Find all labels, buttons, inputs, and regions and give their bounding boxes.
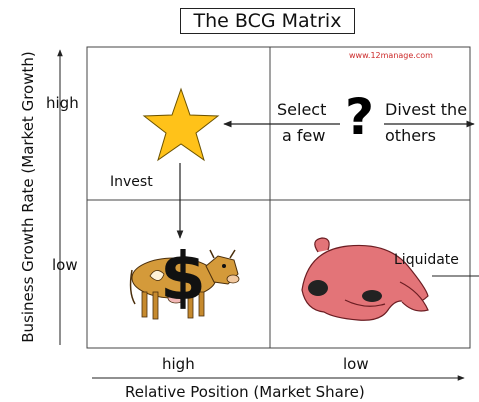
x-axis-label: Relative Position (Market Share) bbox=[125, 383, 365, 401]
star-icon bbox=[142, 87, 220, 162]
select-text-line-2: a few bbox=[282, 126, 326, 145]
cash-cow-icon bbox=[129, 249, 240, 320]
dollar-sign-icon: $ bbox=[160, 238, 206, 315]
invest-label: Invest bbox=[110, 174, 153, 190]
matrix-grid bbox=[86, 46, 471, 349]
y-axis-high-label: high bbox=[46, 94, 79, 112]
diagram-title: The BCG Matrix bbox=[180, 8, 355, 34]
dog-icon bbox=[301, 237, 429, 321]
y-axis-low-label: low bbox=[52, 256, 78, 274]
watermark-text: www.12manage.com bbox=[349, 51, 433, 60]
question-mark-icon: ? bbox=[345, 88, 375, 146]
x-axis-high-label: high bbox=[162, 355, 195, 373]
select-text-line-1: Select bbox=[277, 100, 327, 119]
divest-text-line-2: others bbox=[385, 126, 436, 145]
divest-text-line-1: Divest the bbox=[385, 100, 468, 119]
x-axis-low-label: low bbox=[343, 355, 369, 373]
liquidate-label: Liquidate bbox=[394, 252, 459, 268]
